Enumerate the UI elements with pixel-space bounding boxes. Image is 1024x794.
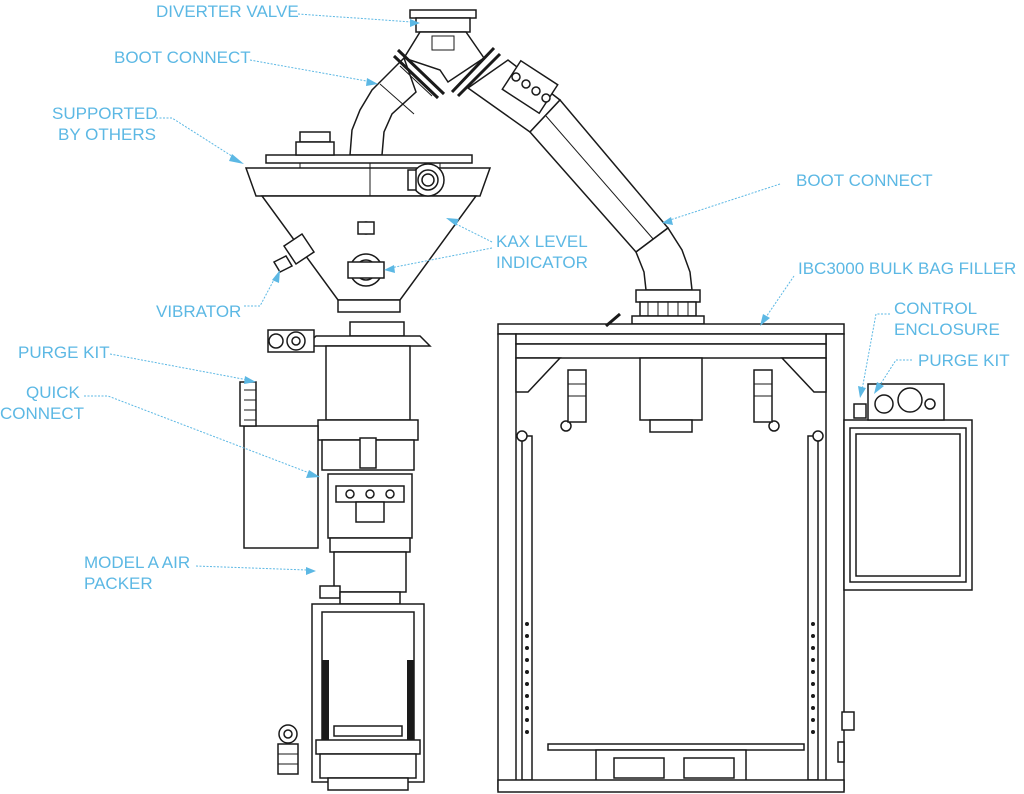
control-enclosure bbox=[837, 383, 973, 763]
label-quick-line1: QUICK bbox=[26, 383, 81, 402]
label-supported-line1: SUPPORTED bbox=[52, 104, 158, 123]
label-quick-line2: CONNECT bbox=[0, 404, 84, 423]
leader-lines bbox=[84, 13, 912, 575]
label-control-line1: CONTROL bbox=[894, 299, 977, 318]
label-vibrator: VIBRATOR bbox=[156, 302, 241, 321]
label-kax-line1: KAX LEVEL bbox=[496, 232, 588, 251]
ibc-post-holes bbox=[525, 622, 815, 734]
label-boot-connect-right: BOOT CONNECT bbox=[796, 171, 933, 190]
label-boot-connect-left: BOOT CONNECT bbox=[114, 48, 251, 67]
surge-hopper bbox=[244, 131, 492, 313]
label-supported-line2: BY OTHERS bbox=[58, 125, 156, 144]
right-boot-pipe bbox=[450, 46, 705, 325]
label-model-line2: PACKER bbox=[84, 574, 153, 593]
ibc-frame bbox=[497, 312, 845, 793]
label-purge-kit-right: PURGE KIT bbox=[918, 351, 1010, 370]
diverter-valve bbox=[402, 9, 486, 84]
label-control-line2: ENCLOSURE bbox=[894, 320, 1000, 339]
label-kax-line2: INDICATOR bbox=[496, 253, 588, 272]
air-packer bbox=[239, 321, 432, 791]
label-model-line1: MODEL A AIR bbox=[84, 553, 190, 572]
label-diverter-valve: DIVERTER VALVE bbox=[156, 2, 299, 21]
label-ibc-filler: IBC3000 BULK BAG FILLER bbox=[798, 259, 1016, 278]
labels: DIVERTER VALVE BOOT CONNECT SUPPORTED BY… bbox=[0, 2, 1016, 593]
label-purge-kit-left: PURGE KIT bbox=[18, 343, 110, 362]
left-boot-pipe bbox=[349, 48, 446, 156]
